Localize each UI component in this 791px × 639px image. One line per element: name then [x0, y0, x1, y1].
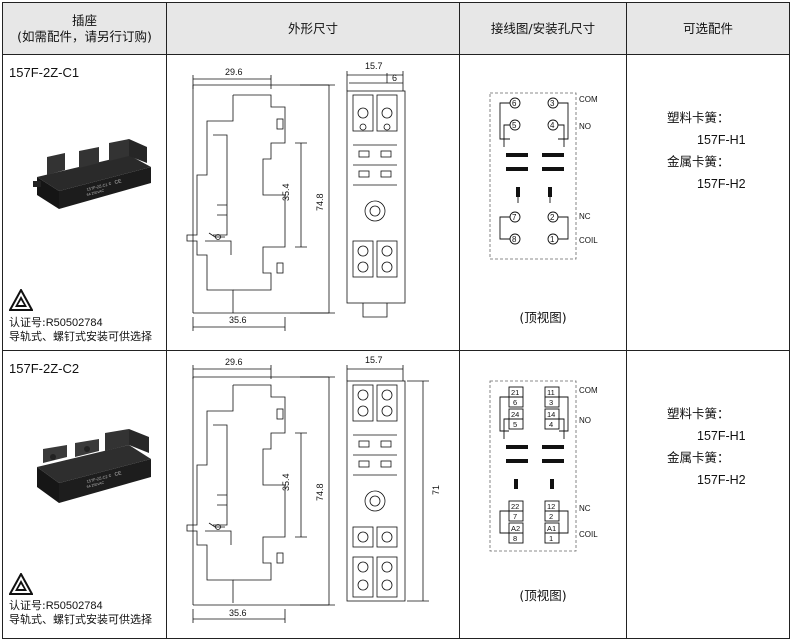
accessories-cell: 塑料卡簧： 157F-H1 金属卡簧： 157F-H2 — [626, 54, 790, 351]
svg-text:NC: NC — [579, 212, 591, 221]
certification: 认证号:R50502784 导轨式、螺钉式安装可供选择 — [9, 316, 152, 343]
header-socket: 插座(如需配件，请另行订购) — [2, 2, 167, 55]
svg-text:35.6: 35.6 — [229, 608, 247, 618]
model-number: 157F-2Z-C2 — [9, 361, 80, 376]
svg-text:CE: CE — [114, 470, 123, 478]
socket-photo: 157F-2Z-C1 6A 250VAC c CE — [33, 139, 151, 209]
top-view-caption: (顶视图) — [519, 588, 567, 603]
svg-text:c: c — [108, 180, 112, 187]
svg-text:74.8: 74.8 — [315, 483, 325, 501]
svg-text:NC: NC — [579, 504, 591, 513]
svg-text:1: 1 — [550, 235, 555, 244]
svg-text:12: 12 — [547, 502, 555, 511]
svg-text:COM: COM — [579, 95, 598, 104]
svg-text:CE: CE — [114, 178, 123, 186]
svg-text:1: 1 — [549, 534, 553, 543]
svg-text:11: 11 — [547, 388, 555, 397]
header-wiring: 接线图/安装孔尺寸 — [459, 2, 627, 55]
svg-text:7: 7 — [512, 213, 517, 222]
svg-text:3: 3 — [549, 398, 553, 407]
svg-text:35.6: 35.6 — [229, 315, 247, 325]
svg-text:74.8: 74.8 — [315, 193, 325, 211]
header-dimensions: 外形尺寸 — [166, 2, 460, 55]
accessory-list: 塑料卡簧： 157F-H1 金属卡簧： 157F-H2 — [667, 406, 746, 487]
svg-text:2: 2 — [549, 512, 553, 521]
svg-text:6A 250VAC: 6A 250VAC — [86, 481, 105, 489]
svg-text:22: 22 — [511, 502, 519, 511]
svg-text:157F-2Z-C1: 157F-2Z-C1 — [86, 182, 109, 192]
svg-text:4: 4 — [549, 420, 553, 429]
svg-text:NO: NO — [579, 416, 591, 425]
dimension-drawing: 29.6 35.6 35.4 74.8 15.7 6 — [186, 61, 406, 331]
svg-text:A1: A1 — [547, 524, 556, 533]
table-row: 157F-2Z-C2 157F-2Z-C2 6A 250VAC c CE — [2, 350, 790, 639]
table-row: 157F-2Z-C1 157F-2Z-C1 6A 250VAC c CE — [2, 54, 790, 351]
model-number: 157F-2Z-C1 — [9, 65, 80, 80]
wiring-cell: 6 5 7 8 3 4 2 1 COM NO NC COIL (顶视图) — [459, 54, 627, 351]
header-row: 插座(如需配件，请另行订购) 外形尺寸 接线图/安装孔尺寸 可选配件 — [2, 2, 790, 55]
svg-text:29.6: 29.6 — [225, 357, 243, 367]
tuv-mark-icon — [9, 289, 33, 311]
top-view-caption: (顶视图) — [519, 310, 567, 325]
svg-text:3: 3 — [550, 99, 555, 108]
tuv-mark-icon — [9, 573, 33, 595]
dimension-drawing-cell: 29.6 35.6 35.4 74.8 15.7 6 — [166, 54, 460, 351]
svg-text:COIL: COIL — [579, 236, 598, 245]
svg-text:8: 8 — [512, 235, 517, 244]
svg-text:15.7: 15.7 — [365, 355, 383, 365]
svg-text:157F-2Z-C2: 157F-2Z-C2 — [86, 474, 109, 484]
wiring-diagram: 216 245 227 A28 113 144 122 A11 COM NO N… — [489, 380, 598, 552]
svg-text:5: 5 — [512, 121, 517, 130]
svg-text:24: 24 — [511, 410, 519, 419]
svg-text:6A 250VAC: 6A 250VAC — [86, 189, 105, 197]
svg-text:COIL: COIL — [579, 530, 598, 539]
header-accessories: 可选配件 — [626, 2, 790, 55]
svg-text:7: 7 — [513, 512, 517, 521]
svg-text:6: 6 — [512, 99, 517, 108]
svg-text:NO: NO — [579, 122, 591, 131]
svg-text:c: c — [108, 472, 112, 479]
accessory-list: 塑料卡簧： 157F-H1 金属卡簧： 157F-H2 — [667, 110, 746, 191]
svg-text:4: 4 — [550, 121, 555, 130]
accessories-cell: 塑料卡簧： 157F-H1 金属卡簧： 157F-H2 — [626, 350, 790, 639]
svg-text:6: 6 — [513, 398, 517, 407]
svg-text:6: 6 — [392, 73, 397, 83]
svg-text:21: 21 — [511, 388, 519, 397]
svg-text:8: 8 — [513, 534, 517, 543]
socket-photo: 157F-2Z-C2 6A 250VAC c CE — [37, 429, 151, 503]
svg-text:5: 5 — [513, 420, 517, 429]
certification: 认证号:R50502784 导轨式、螺钉式安装可供选择 — [9, 599, 152, 626]
svg-text:71: 71 — [431, 485, 441, 495]
svg-text:COM: COM — [579, 386, 598, 395]
svg-text:2: 2 — [550, 213, 555, 222]
wiring-diagram: 6 5 7 8 3 4 2 1 COM NO NC COIL — [489, 92, 598, 260]
socket-cell: 157F-2Z-C2 157F-2Z-C2 6A 250VAC c CE — [2, 350, 167, 639]
svg-text:A2: A2 — [511, 524, 520, 533]
dimension-drawing-cell: 29.6 35.6 35.4 74.8 15.7 71 — [166, 350, 460, 639]
svg-text:35.4: 35.4 — [281, 183, 291, 201]
svg-text:35.4: 35.4 — [281, 473, 291, 491]
dimension-drawing: 29.6 35.6 35.4 74.8 15.7 71 — [186, 355, 441, 623]
svg-text:15.7: 15.7 — [365, 61, 383, 71]
svg-text:29.6: 29.6 — [225, 67, 243, 77]
svg-text:14: 14 — [547, 410, 555, 419]
socket-cell: 157F-2Z-C1 157F-2Z-C1 6A 250VAC c CE — [2, 54, 167, 351]
